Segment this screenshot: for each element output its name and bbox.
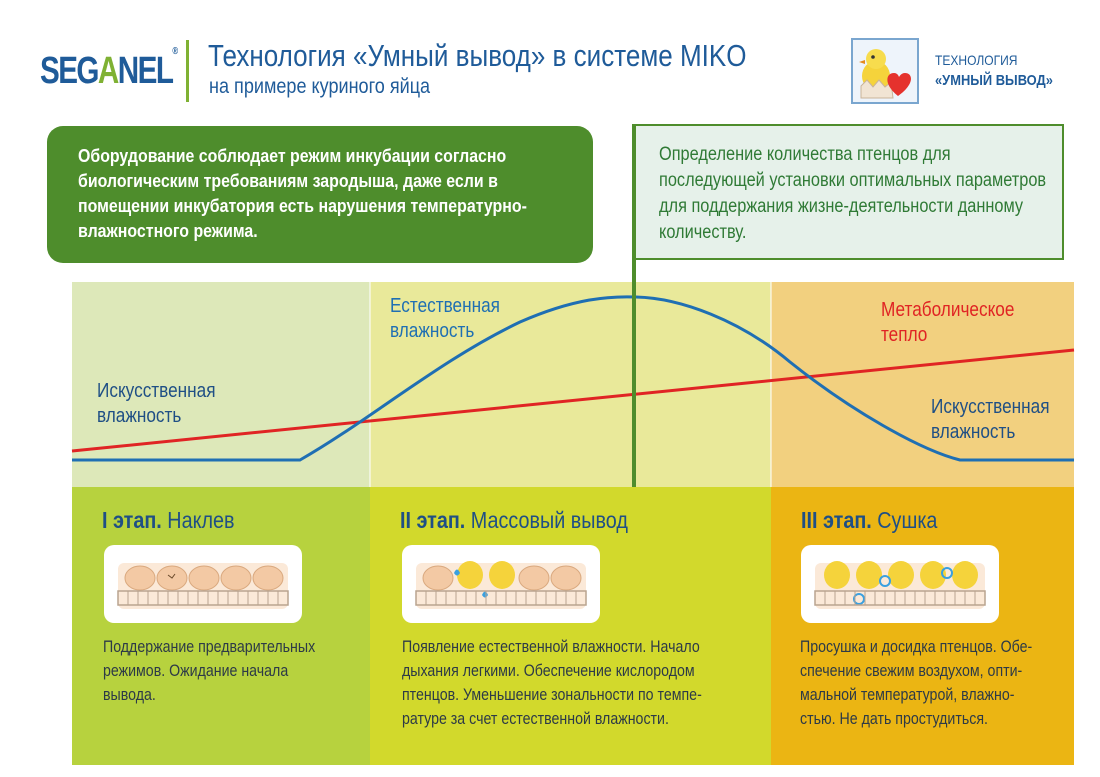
stage-2-title: II этап. Массовый вывод — [400, 507, 628, 533]
metabolic-heat-line — [71, 348, 1075, 453]
zone-stage-2-bg — [370, 282, 771, 487]
stage-3-title: III этап. Сушка — [801, 507, 938, 533]
chick-count-callout — [634, 124, 1064, 260]
badge-label-top: ТЕХНОЛОГИЯ — [935, 52, 1018, 68]
page-title: Технология «Умный вывод» в системе MIKO — [208, 38, 747, 73]
stage-1-panel: I этап. Наклев Поддержание предварительн… — [72, 487, 370, 765]
stage-3-drying-illustration — [801, 545, 999, 623]
chick-count-callout-text: Определение количества птенцов для после… — [659, 144, 1047, 243]
page-subtitle: на примере куриного яйца — [209, 75, 431, 98]
brand-logo: SEGANEL® — [40, 46, 179, 92]
header-divider — [186, 40, 189, 102]
chick-heart-icon — [851, 38, 919, 104]
stage-3-description: Просушка и досидка птенцов. Обе- спечени… — [800, 638, 1033, 728]
equipment-callout — [47, 126, 593, 263]
equipment-callout-text: Оборудование соблюдает режим инкубации с… — [78, 145, 527, 241]
stage-1-eggs-illustration — [104, 545, 302, 623]
stage-2-hatching-illustration — [402, 545, 600, 623]
stage-2-panel: II этап. Массовый вывод Появление естест… — [370, 487, 771, 765]
zone-stage-1-bg — [72, 282, 370, 487]
stage-1-title: I этап. Наклев — [102, 507, 235, 533]
badge-label-bottom: «УМНЫЙ ВЫВОД» — [935, 72, 1053, 89]
stage-1-description: Поддержание предварительных режимов. Ожи… — [103, 638, 316, 704]
stage-2-description: Появление естественной влажности. Начало… — [402, 638, 702, 728]
stage-3-panel: III этап. Сушка Просушка и досидка птенц… — [771, 487, 1074, 765]
